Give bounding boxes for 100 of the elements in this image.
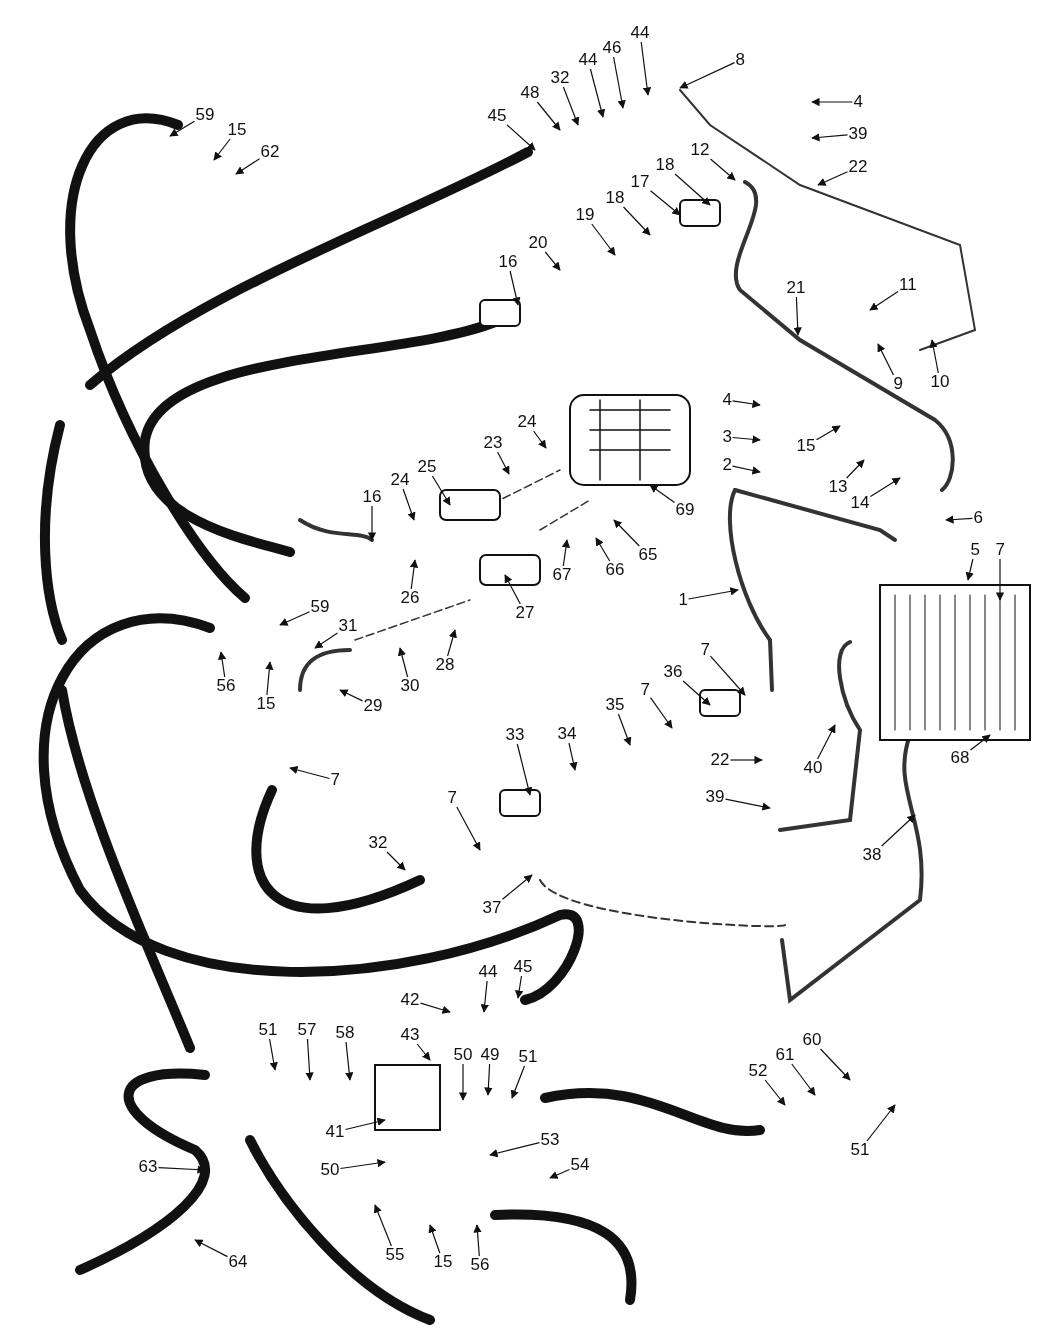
callout-number: 42	[399, 991, 421, 1009]
callout-number: 58	[334, 1024, 356, 1042]
leader-line	[533, 430, 547, 449]
leader-line	[591, 223, 616, 256]
leader-line	[815, 425, 841, 441]
leader-line	[235, 158, 261, 175]
callout-number: 31	[337, 617, 359, 635]
leader-line	[869, 291, 899, 311]
leader-line	[217, 651, 227, 678]
callout-number: 53	[539, 1131, 561, 1149]
callout-number: 33	[504, 726, 526, 744]
leader-line	[501, 874, 533, 900]
callout-number: 57	[296, 1021, 318, 1039]
leader-line	[649, 484, 676, 504]
callout-number: 27	[514, 604, 536, 622]
leader-line	[515, 975, 524, 999]
callout-number: 18	[654, 156, 676, 174]
leader-line	[497, 451, 510, 475]
leader-line	[562, 86, 580, 126]
leader-line	[314, 632, 339, 649]
callout-number: 30	[399, 677, 421, 695]
leader-line	[506, 124, 536, 151]
callout-number: 36	[662, 663, 684, 681]
leader-line	[729, 755, 763, 765]
leader-line	[649, 190, 681, 216]
leader-line	[811, 97, 854, 107]
leader-line	[456, 806, 481, 851]
leader-line	[731, 399, 761, 408]
callout-number: 7	[699, 641, 711, 659]
callout-number: 45	[512, 958, 534, 976]
leader-line	[561, 539, 571, 567]
callout-number: 5	[969, 541, 981, 559]
callout-number: 50	[319, 1161, 341, 1179]
leader-line	[344, 1117, 386, 1131]
callout-number: 54	[569, 1156, 591, 1174]
callout-number: 63	[137, 1158, 159, 1176]
leader-line	[510, 1065, 526, 1099]
callout-number: 67	[551, 566, 573, 584]
callout-number: 49	[479, 1046, 501, 1064]
callout-number: 7	[639, 681, 651, 699]
leader-line	[877, 343, 895, 376]
callout-number: 24	[389, 471, 411, 489]
callout-number: 2	[721, 456, 733, 474]
leader-line	[402, 488, 416, 521]
leader-line	[269, 1038, 278, 1071]
leader-line	[724, 798, 771, 811]
callout-number: 29	[362, 697, 384, 715]
leader-line	[536, 101, 561, 131]
callout-number: 9	[892, 375, 904, 393]
callout-number: 13	[827, 478, 849, 496]
leader-line	[473, 1224, 482, 1257]
leader-line	[409, 559, 419, 590]
leader-line	[674, 173, 711, 206]
callout-number: 56	[469, 1256, 491, 1274]
leader-line	[640, 41, 652, 96]
leader-line	[549, 1168, 571, 1179]
callout-number: 24	[516, 413, 538, 431]
leader-line	[709, 655, 746, 696]
leader-line	[516, 743, 533, 796]
callout-number: 17	[629, 173, 651, 191]
callout-number: 1	[677, 591, 689, 609]
callout-number: 21	[785, 279, 807, 297]
callout-number: 59	[194, 106, 216, 124]
leader-line	[595, 537, 611, 562]
callout-number: 59	[309, 598, 331, 616]
leader-line	[846, 459, 865, 479]
callout-number: 22	[847, 158, 869, 176]
leader-line	[480, 980, 489, 1013]
callout-number: 11	[898, 276, 918, 294]
leader-line	[279, 611, 311, 626]
leader-line	[504, 574, 521, 605]
callout-number: 39	[847, 125, 869, 143]
leader-line	[345, 1041, 354, 1081]
callout-number: 45	[486, 107, 508, 125]
leader-line	[969, 734, 991, 751]
callout-number: 7	[329, 771, 341, 789]
leader-line	[416, 1043, 431, 1061]
callout-number: 51	[849, 1141, 871, 1159]
callout-number: 37	[481, 899, 503, 917]
leader-line	[709, 158, 736, 181]
callout-number: 3	[721, 428, 733, 446]
callout-number: 34	[556, 725, 578, 743]
leader-line	[817, 171, 849, 186]
callout-number: 22	[709, 751, 731, 769]
callout-number: 25	[416, 458, 438, 476]
callout-number: 16	[497, 253, 519, 271]
leader-line	[428, 1224, 441, 1254]
leader-line	[682, 680, 711, 706]
leader-line	[617, 713, 632, 746]
callout-number: 4	[852, 93, 864, 111]
callout-number: 15	[432, 1253, 454, 1271]
callout-number: 51	[257, 1021, 279, 1039]
leader-line	[929, 339, 939, 374]
leader-line	[447, 629, 457, 657]
callout-number: 68	[949, 749, 971, 767]
leader-line	[568, 742, 578, 771]
leader-line	[386, 851, 406, 871]
leader-line	[397, 647, 409, 678]
leader-line	[687, 587, 739, 600]
leader-line	[339, 1158, 386, 1170]
